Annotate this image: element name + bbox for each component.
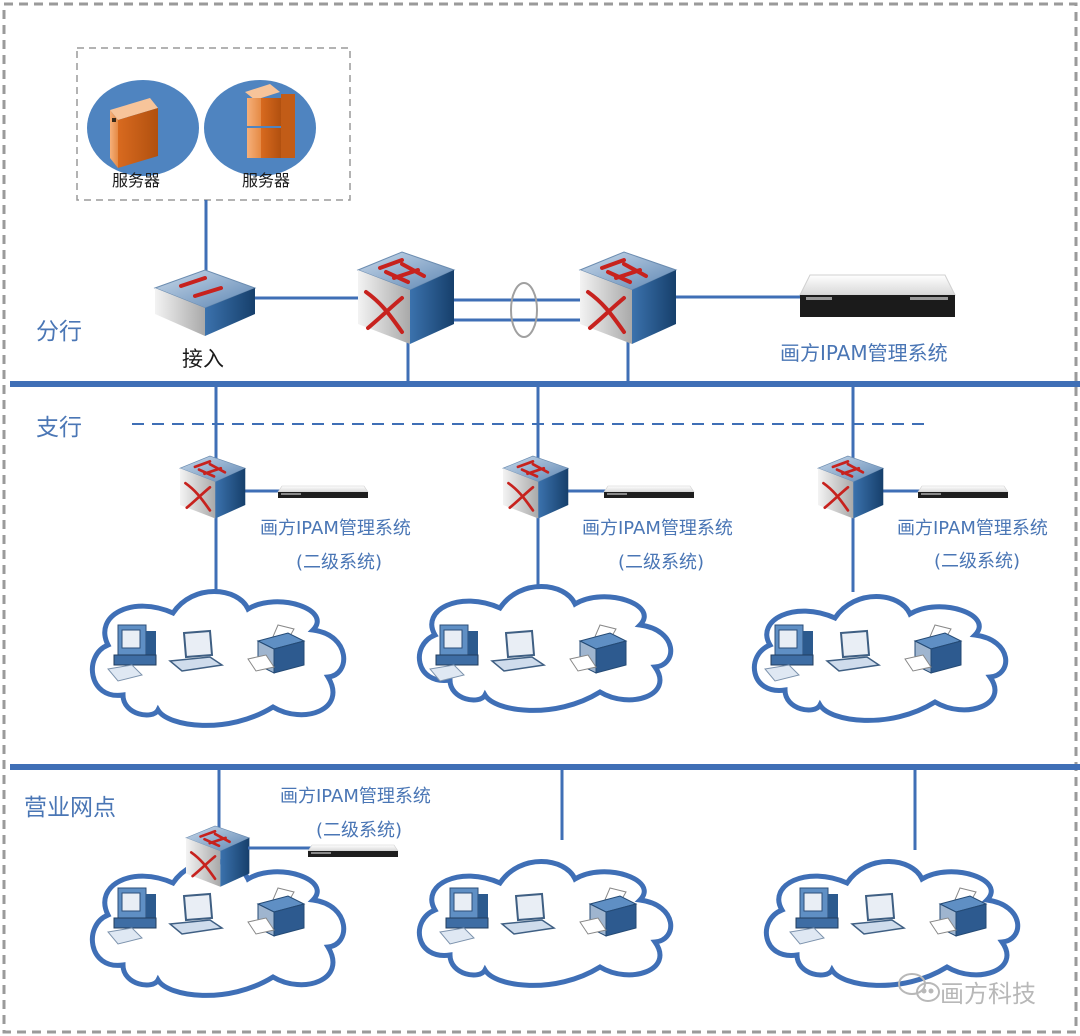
core-switch-1-icon	[356, 250, 456, 346]
ipam-secondary-label: 画方IPAM管理系统	[280, 786, 431, 807]
server-cluster-icon	[204, 80, 316, 176]
network-cloud	[417, 584, 674, 713]
watermark-label: 画方科技	[940, 980, 1036, 1008]
ipam-secondary-appliance-icon	[603, 485, 695, 499]
server-group-box	[76, 47, 351, 201]
wechat-icon	[898, 973, 940, 1002]
access-switch-icon	[153, 269, 257, 336]
ipam-secondary-appliance-icon	[307, 844, 399, 858]
ipam-secondary-sub: (二级系统)	[934, 551, 1021, 572]
ipam-secondary-appliance-icon	[277, 485, 369, 499]
ipam-secondary-label: 画方IPAM管理系统	[260, 518, 411, 539]
ipam-secondary-sub: (二级系统)	[618, 552, 705, 573]
ipam-secondary-label: 画方IPAM管理系统	[897, 518, 1048, 539]
tier-label-outlet: 营业网点	[24, 795, 116, 821]
ipam-secondary-appliance-icon	[917, 485, 1009, 499]
access-switch-label: 接入	[182, 347, 224, 371]
server-label: 服务器	[112, 171, 161, 190]
ipam-secondary-sub: (二级系统)	[296, 552, 383, 573]
server-label: 服务器	[242, 171, 291, 190]
ipam-secondary-sub: (二级系统)	[316, 820, 403, 841]
link-aggregation-ring	[510, 282, 538, 338]
ipam-appliance-icon	[799, 274, 956, 317]
ipam-main-label: 画方IPAM管理系统	[780, 341, 948, 365]
sub-branch-switch-icon	[816, 454, 885, 520]
server-tower-icon	[87, 80, 199, 176]
tier-label-sub-branch: 支行	[36, 415, 82, 441]
sub-branch-switch-icon	[178, 454, 247, 520]
ipam-secondary-label: 画方IPAM管理系统	[582, 518, 733, 539]
tier-label-branch: 分行	[36, 319, 82, 345]
network-cloud	[90, 589, 347, 728]
sub-branch-switch-icon	[501, 454, 570, 520]
core-switch-2-icon	[578, 250, 678, 346]
